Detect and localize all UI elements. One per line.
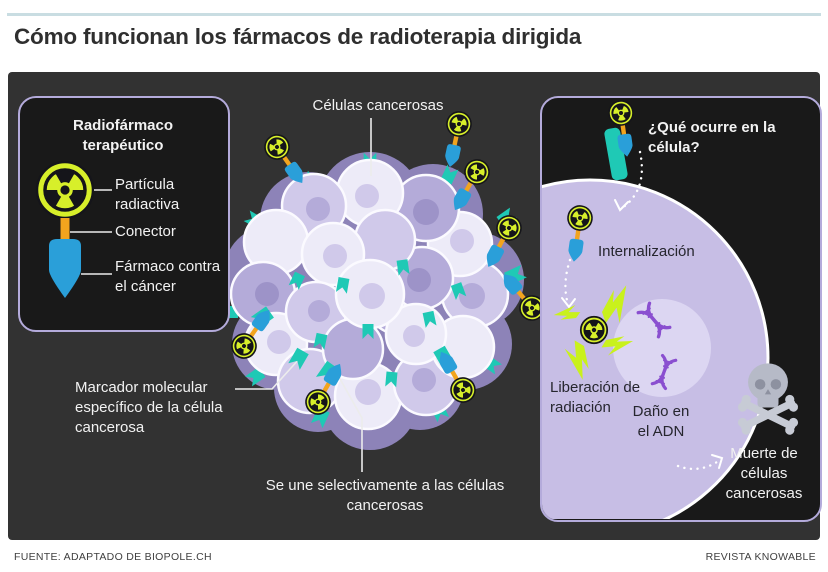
- binding-label-line: [334, 369, 363, 472]
- top-accent-bar: [7, 13, 821, 16]
- cancer-cell-cluster-art: [221, 72, 820, 472]
- particle-label: Partícula radiactiva: [115, 176, 180, 213]
- cell-nuclei: [255, 184, 485, 405]
- legend-title: Radiofármaco terapéutico: [72, 117, 174, 154]
- radiation-trefoil-icon: [581, 317, 607, 343]
- radiopharmaceutical: [438, 110, 473, 170]
- cell-nucleus: [613, 299, 711, 397]
- cells-label: Células cancerosas: [312, 97, 444, 114]
- connector-icon: [60, 218, 70, 248]
- internalization-label: Internalización: [598, 243, 695, 260]
- cell-panel-title: ¿Qué ocurre en la célula?: [648, 119, 776, 156]
- page-title: Cómo funcionan los fármacos de radiotera…: [14, 24, 582, 49]
- radiopharmaceutical-schematic: [35, 160, 112, 298]
- drug-label: Fármaco contra el cáncer: [115, 258, 221, 295]
- marker-label: Marcador molecular específico de la célu…: [75, 379, 223, 436]
- diagram-panel: Radiofármaco terapéutico Partícula radia…: [8, 72, 822, 540]
- source-credit: FUENTE: ADAPTADO DE BIOPOLE.CH: [14, 551, 212, 563]
- dna-damage-label: Daño en el ADN: [632, 403, 690, 440]
- cell-panel: ¿Qué ocurre en la célula? Internalizació…: [540, 96, 822, 522]
- radiation-release-label: Liberación de radiación: [550, 379, 641, 416]
- dotted-arrows: [561, 150, 724, 471]
- drug-pointer-icon: [49, 239, 81, 298]
- legend-box-radiopharmaceutical: Radiofármaco terapéutico Partícula radia…: [18, 96, 230, 332]
- binding-label: Se une selectivamente a las células canc…: [265, 477, 505, 514]
- cell-death-label: Muerte de células cancerosas: [725, 445, 803, 502]
- legend-lines: [70, 189, 112, 275]
- cell-interior-art: [542, 98, 819, 519]
- publisher-credit: REVISTA KNOWABLE: [705, 551, 816, 563]
- radiation-trefoil-icon: [35, 160, 95, 220]
- footer: FUENTE: ADAPTADO DE BIOPOLE.CH REVISTA K…: [14, 549, 816, 567]
- marker-label-line: [235, 357, 301, 390]
- callout-lines: [235, 118, 372, 472]
- connector-label: Conector: [115, 223, 176, 240]
